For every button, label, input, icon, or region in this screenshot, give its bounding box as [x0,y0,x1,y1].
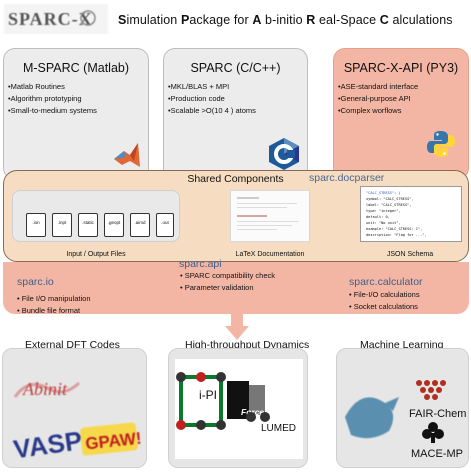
sparc-c-title: SPARC (C/C++) [190,61,281,75]
shared-components-title: Shared Components [187,173,284,185]
fair-chem-logo-icon [416,380,446,400]
sparc-io-title: sparc.io [17,276,54,288]
bullet-item: •Small-to-medium systems [8,106,97,115]
file-icon: .out [156,213,174,237]
external-dft-logos: Abinit VASP GPAW! [12,379,143,463]
logo-wordmark: SPARC-X [8,9,93,29]
high-throughput-logos: i-PI Force Engine LUMED [175,359,303,459]
c-language-logo-icon [269,138,299,170]
title-word: ackage for [189,13,253,27]
json-schema-snippet: "CALC_STRESS": { symbol: "CALC_STRESS", … [360,186,462,242]
title-initial: P [180,13,190,27]
list-item: • Bundle file format [17,306,81,315]
list-item: • Parameter validation [180,283,254,292]
fair-chem-label: FAIR-Chem [409,408,466,420]
sparc-api-title: sparc.api [179,258,222,270]
latex-doc-label: LaTeX Documentation [235,251,305,258]
sparc-io-list: • File I/O manipulation • Bundle file fo… [17,293,91,317]
machine-learning-box: FAIR-Chem MACE-MP [336,348,469,468]
msparc-bullets: •Matlab Routines •Algorithm prototyping … [8,81,144,117]
bullet-item: •ASE-standard interface [338,82,419,91]
sparc-calculator-list: • File-I/O calculations • Socket calcula… [349,289,420,313]
file-icon: .ion [26,213,46,237]
mace-mp-label: MACE-MP [411,448,463,460]
file-icon: .aimd [130,213,150,237]
python-logo-icon [427,131,455,157]
io-files-label: Input / Output Files [66,251,126,258]
sparc-x-api-title: SPARC-X-API (PY3) [343,61,459,75]
list-item: • File I/O manipulation [17,294,91,303]
sparc-c-box: SPARC (C/C++) •MKL/BLAS + MPI •Productio… [163,48,308,180]
title-word: imulation [126,13,181,27]
bullet-item: •MKL/BLAS + MPI [168,82,230,91]
json-line: default: 0, [366,215,390,219]
latex-doc-thumbnail [230,190,310,242]
title-word: eal-Space [315,13,380,27]
matlab-logo-icon [114,143,140,167]
external-dft-box: Abinit VASP GPAW! [2,348,147,468]
json-line: "CALC_STRESS": { [366,191,401,195]
file-icon: .geopt [104,213,124,237]
bullet-item: •Complex worflows [338,106,402,115]
file-icon: .inpt [52,213,72,237]
docparser-module: sparc.docparser [309,172,385,184]
plumed-logo-icon: LUMED [261,423,296,434]
json-line: example: "CALC_STRESS: 1", [366,227,423,231]
bullet-item: •Algorithm prototyping [8,94,82,103]
bullet-item: •Matlab Routines [8,82,65,91]
title-initial: C [379,13,389,27]
title-word: alculations [388,13,453,27]
down-arrow-icon [225,314,249,340]
json-schema-label: JSON Schema [386,251,434,258]
modules-panel [3,262,469,314]
ipi-logo-icon: i-PI [199,388,217,402]
json-line: symbol: "CALC_STRESS", [366,197,414,201]
json-line: description: "Flag for ...", [366,233,427,237]
force-engine-logo-icon: Force Engine [241,407,295,417]
vasp-logo-icon: VASP [12,425,84,463]
list-item: • SPARC compatibility check [180,271,276,280]
sparc-c-bullets: •MKL/BLAS + MPI •Production code •Scalab… [168,81,303,117]
abinit-logo-icon: Abinit [22,379,68,399]
msparc-box: M-SPARC (Matlab) •Matlab Routines •Algor… [3,48,149,180]
page-title: Simulation Package for A b-initio R eal-… [118,13,453,27]
list-item: • File-I/O calculations [349,290,420,299]
io-files-panel: .ion .inpt .static .geopt .aimd .out [12,190,180,242]
title-initial: S [118,13,127,27]
title-word: b-initio [261,13,307,27]
mace-mp-logo-icon [422,422,444,443]
msparc-title: M-SPARC (Matlab) [22,61,130,75]
list-item: • Socket calculations [349,302,418,311]
title-initial: A [252,13,262,27]
sparc-x-api-box: SPARC-X-API (PY3) •ASE-standard interfac… [333,48,469,180]
bullet-item: •General-purpose API [338,94,411,103]
machine-learning-logos: FAIR-Chem MACE-MP [345,380,466,460]
bullet-item: •Scalable >O(10 4 ) atoms [168,106,256,115]
json-line: label: "CALC_STRESS", [366,203,412,207]
sparc-x-logo: SPARC-X [4,4,108,34]
nequip-logo-icon [345,397,399,439]
bullet-item: •Production code [168,94,225,103]
sparc-calculator-title: sparc.calculator [349,276,423,288]
json-line: unit: "No unit", [366,221,401,225]
sparc-x-api-bullets: •ASE-standard interface •General-purpose… [338,81,464,117]
json-line: type: "integer", [366,209,401,213]
title-initial: R [306,13,316,27]
sparc-api-list: • SPARC compatibility check • Parameter … [180,270,275,294]
file-icon: .static [78,213,98,237]
high-throughput-box: i-PI Force Engine LUMED [168,348,308,468]
